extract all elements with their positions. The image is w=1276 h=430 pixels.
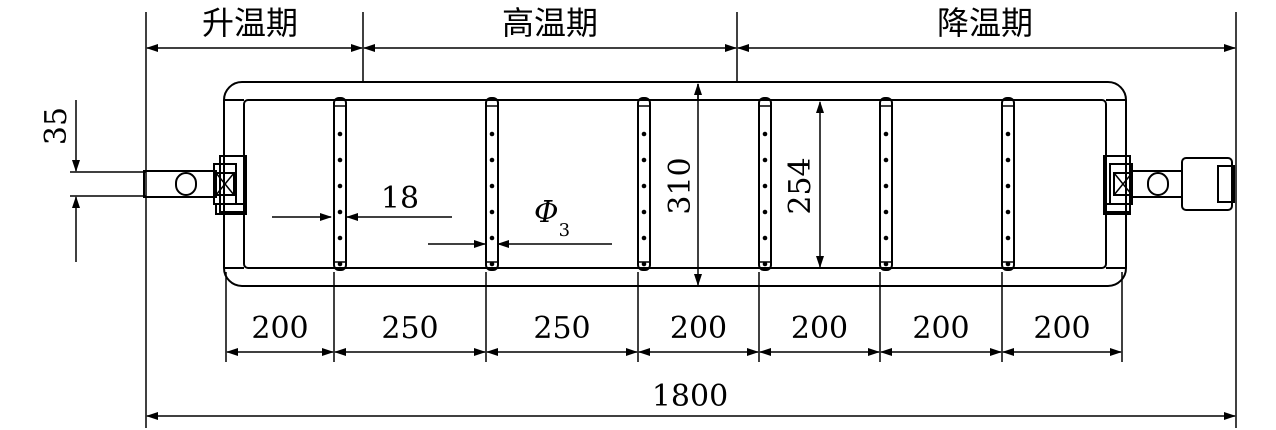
fin-hole [641,183,647,189]
fin-hole [1005,209,1011,215]
dim-label-outer-height: 310 [663,157,698,214]
segment-label: 200 [670,311,727,346]
dim-label-inner-height: 254 [783,157,818,214]
fin-hole [762,131,768,137]
fin-hole [762,209,768,215]
fin-hole [1005,157,1011,163]
zone-extension-lines [145,12,1237,428]
fin [333,97,347,271]
fin-hole [883,131,889,137]
dim-label-hole-diameter: Φ3 [534,195,570,241]
segment-label: 200 [791,311,848,346]
segment-label: 250 [533,311,590,346]
fin [637,97,651,271]
fin-hole [762,235,768,241]
fin [1001,97,1015,271]
fin-hole [641,131,647,137]
fin-hole [641,209,647,215]
fin-hole [641,235,647,241]
fin-hole [337,157,343,163]
fins-group [333,97,1015,271]
dim-label-total-length: 1800 [652,379,728,414]
dim-outer-height: 310 [663,83,702,286]
fin-hole [883,183,889,189]
fin-hole [1005,131,1011,137]
fin-hole [337,209,343,215]
fin-hole [762,157,768,163]
fin-hole [489,235,495,241]
dim-label-pipe-diameter: 35 [39,107,74,145]
fin-hole [883,157,889,163]
fin-hole [337,131,343,137]
fin-hole [641,157,647,163]
right-outlet-connector [1103,155,1235,215]
dim-inner-height: 254 [783,101,824,268]
segment-label: 200 [912,311,969,346]
fin-hole [489,157,495,163]
fin-hole [489,261,495,267]
fin-hole [489,209,495,215]
fin [485,97,499,271]
fin-hole [337,235,343,241]
segment-label: 200 [1033,311,1090,346]
zone-label-heating: 升温期 [202,4,298,42]
dim-fin-thickness: 18 [272,181,452,221]
fin-hole [1005,261,1011,267]
dim-label-fin-thickness: 18 [381,181,419,216]
fin-hole [883,261,889,267]
fin-hole [337,183,343,189]
zone-label-high-temp: 高温期 [502,4,598,42]
dim-total-length: 1800 [146,379,1236,420]
fin-hole [883,209,889,215]
fin-hole [337,261,343,267]
fin-hole [489,183,495,189]
segment-dimensions: 200 250 250 200 200 200 200 [225,272,1123,362]
dim-pipe-diameter: 35 [39,100,146,262]
dim-hole-diameter: Φ3 [428,195,612,248]
fin-hole [489,131,495,137]
fin-hole [1005,235,1011,241]
zone-label-cooling: 降温期 [937,4,1033,42]
fin-hole [762,183,768,189]
fin-hole [762,261,768,267]
fin-hole [641,261,647,267]
outer-frame [223,81,1127,287]
segment-label: 200 [251,311,308,346]
segment-label: 250 [381,311,438,346]
fin [879,97,893,271]
fin [758,97,772,271]
left-inlet-connector [143,155,247,215]
fin-hole [1005,183,1011,189]
fin-hole [883,235,889,241]
